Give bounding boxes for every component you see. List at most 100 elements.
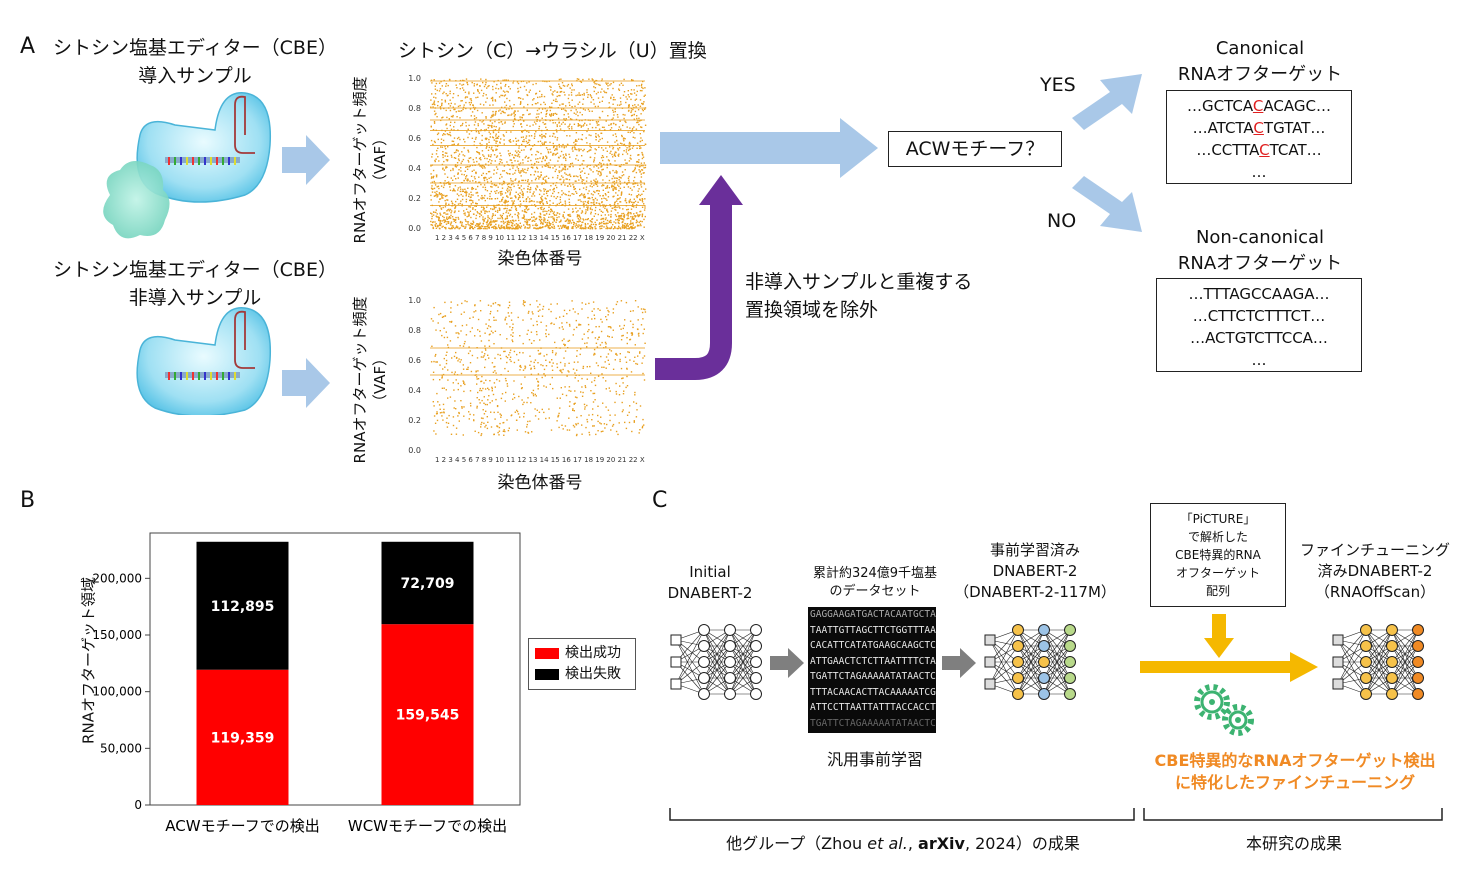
dot [573, 141, 575, 144]
dot [612, 188, 614, 190]
dot [595, 93, 598, 95]
net-edge [1043, 645, 1071, 695]
dot [497, 135, 500, 138]
dot [529, 303, 531, 306]
dot [538, 128, 540, 130]
dot [634, 167, 636, 169]
dot [630, 208, 633, 210]
dot [519, 416, 521, 418]
dot [624, 159, 626, 161]
dot [638, 332, 640, 335]
dot [538, 176, 540, 178]
dot [633, 201, 635, 204]
dot [540, 218, 543, 221]
net-node [1064, 656, 1076, 668]
dot [562, 143, 564, 146]
dot [607, 191, 610, 193]
dot [566, 375, 568, 377]
dot [586, 166, 588, 168]
dot [499, 200, 501, 203]
dot [633, 113, 635, 116]
dot [487, 124, 489, 126]
dot [504, 207, 506, 210]
dot [606, 141, 609, 143]
dot [641, 427, 644, 429]
arrow-cell1-to-plot [282, 135, 330, 185]
dot [529, 225, 531, 227]
dot [455, 379, 457, 381]
dot [568, 201, 571, 204]
dot [581, 193, 583, 195]
dot [578, 179, 580, 181]
dot [576, 224, 578, 226]
dot [495, 172, 498, 174]
dot [442, 215, 444, 218]
dot [637, 104, 639, 106]
dot [432, 143, 434, 146]
dot [545, 141, 547, 143]
dot [609, 146, 611, 148]
dot [622, 94, 625, 96]
dot [505, 108, 508, 111]
dot [483, 104, 485, 106]
dot [475, 371, 477, 373]
dot [532, 394, 535, 397]
dot [466, 81, 468, 84]
dot [619, 120, 621, 122]
dot [454, 185, 457, 187]
pretrained-line2: DNABERT-2 [992, 562, 1078, 580]
dot [469, 165, 471, 167]
dot [525, 140, 528, 143]
dot [604, 207, 606, 210]
dot [612, 329, 614, 331]
dot [439, 198, 442, 200]
dot [482, 120, 484, 122]
dot [486, 228, 488, 230]
dot [430, 199, 432, 201]
dot [591, 186, 593, 188]
dot [559, 155, 562, 157]
dot [568, 405, 571, 407]
dot [584, 342, 586, 345]
dot [522, 159, 524, 161]
dot [443, 216, 445, 219]
dot [522, 303, 524, 305]
dot [582, 78, 584, 81]
dot [489, 220, 492, 223]
dot [560, 175, 563, 177]
dot [545, 386, 547, 388]
dot [618, 165, 621, 168]
net-node [724, 624, 736, 636]
dot [562, 315, 565, 317]
dna-line: ATTGAACTCTCTTAATTTTCTAGG [810, 655, 936, 667]
dot [462, 434, 464, 436]
dot [527, 312, 530, 314]
dot [496, 227, 498, 230]
dot [493, 169, 495, 171]
dot [446, 218, 449, 220]
dot [570, 390, 572, 392]
dot [453, 137, 456, 139]
dot [606, 210, 609, 212]
dot [616, 177, 618, 180]
net-node [698, 672, 710, 684]
panel-a-label: A [20, 34, 36, 59]
dot [578, 101, 581, 103]
dot [465, 121, 467, 124]
dot [460, 167, 462, 169]
dot [469, 98, 471, 100]
dot [602, 377, 604, 379]
dot [478, 199, 480, 201]
dot [461, 198, 464, 201]
dot [575, 109, 577, 111]
dot [604, 91, 606, 94]
dot [587, 316, 589, 319]
dot [550, 429, 553, 431]
dot [568, 386, 571, 388]
net-node [1012, 640, 1024, 652]
dot [464, 340, 466, 343]
dot [437, 401, 439, 403]
dot [440, 146, 442, 148]
dot [586, 346, 588, 348]
dot [520, 189, 523, 191]
